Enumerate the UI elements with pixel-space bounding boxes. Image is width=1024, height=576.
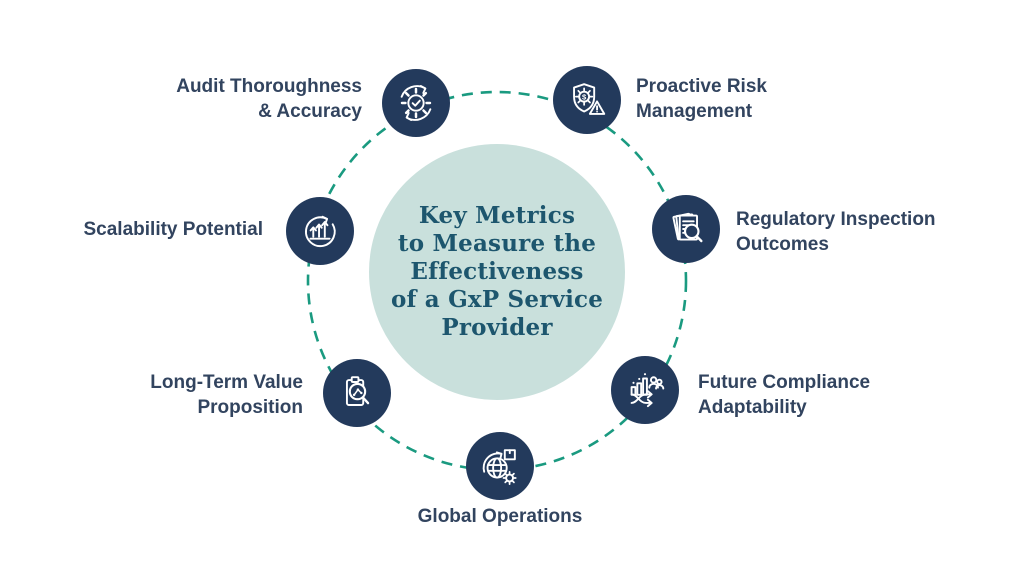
node-proactive-risk: $ — [553, 66, 621, 134]
node-label: Global Operations — [417, 506, 583, 527]
node-audit-thoroughness — [382, 69, 450, 137]
node-label: Audit Thoroughness& Accuracy — [176, 76, 362, 122]
node-long-term-value — [323, 359, 391, 427]
chart-people-arrows-icon — [630, 373, 665, 408]
growth-arrows-cycle-icon — [305, 215, 336, 247]
node-scalability-potential — [286, 197, 354, 265]
clipboard-magnifier-icon — [345, 376, 370, 406]
documents-magnifier-icon — [672, 212, 703, 243]
sync-gear-check-icon — [400, 84, 432, 122]
svg-text:$: $ — [582, 92, 587, 101]
node-global-operations — [466, 432, 534, 500]
globe-package-gear-icon — [482, 449, 517, 485]
center-circle: Key Metrics to Measure the Effectiveness… — [369, 144, 625, 400]
diagram-title: Key Metrics to Measure the Effectiveness… — [390, 202, 604, 341]
node-label: Scalability Potential — [83, 219, 264, 240]
node-future-compliance — [611, 356, 679, 424]
shield-gear-alert-icon: $ — [573, 83, 606, 115]
node-regulatory-inspection — [652, 195, 720, 263]
